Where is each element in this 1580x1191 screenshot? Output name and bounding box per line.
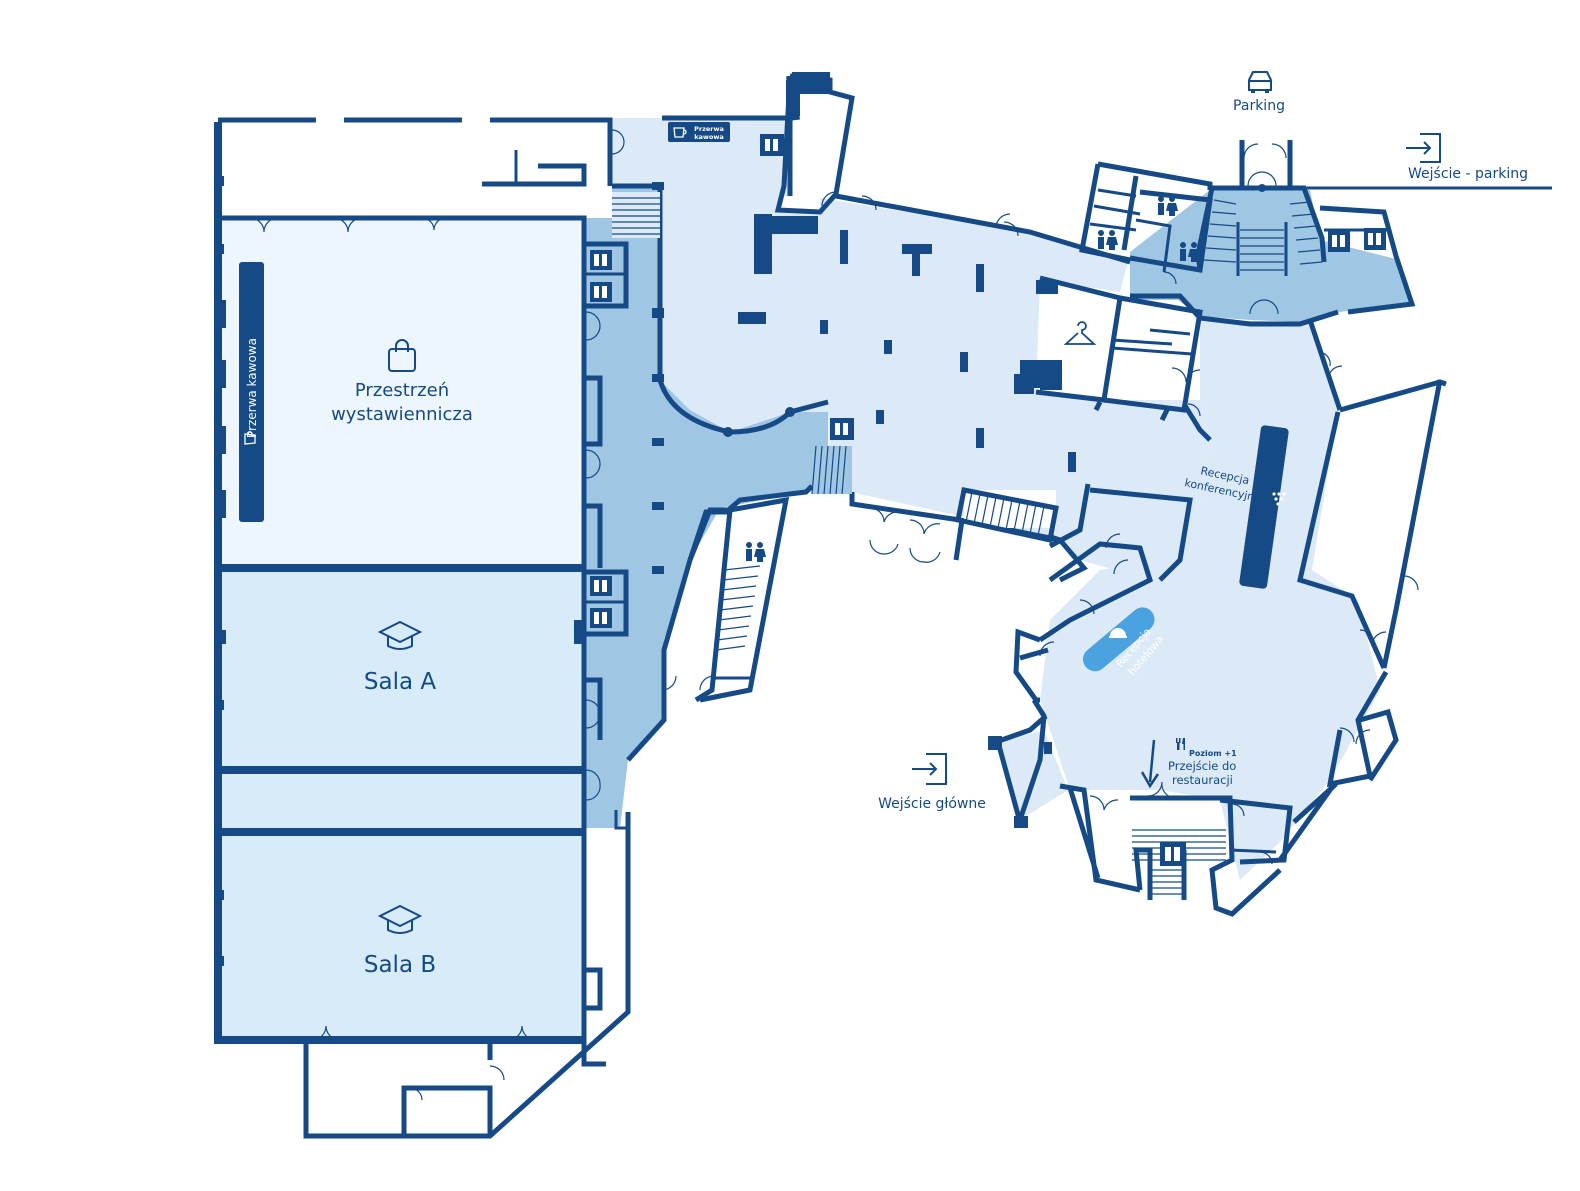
main-entrance-label: Wejście główne: [878, 796, 986, 812]
middle-strip-area: [218, 770, 584, 830]
elevator-icon: [760, 134, 784, 156]
stairs-lower-lobby: [955, 487, 1059, 543]
graduation-cap-icon: [377, 620, 423, 650]
exhibition-label-line2: wystawiennicza: [331, 404, 473, 425]
parking-label: Parking: [1233, 98, 1285, 114]
restaurant-label-line1: Przejście do: [1168, 759, 1236, 773]
exit-arrow-icon: [1406, 133, 1441, 163]
coffee-break-small-line1: Przerwa: [694, 125, 724, 133]
restaurant-label-line2: restauracji: [1172, 773, 1233, 787]
hanger-icon: [1063, 321, 1097, 345]
level-label: Poziom +1: [1189, 749, 1237, 758]
exit-arrow-icon: [912, 753, 947, 785]
elevator-icon: [830, 418, 854, 440]
hall-a-label: Sala A: [364, 669, 436, 695]
stairs: [612, 192, 1323, 895]
elevator-icon: [1364, 228, 1386, 250]
main-corridor-area: [584, 186, 828, 828]
restroom-icon: [1098, 230, 1118, 250]
restroom-icon: [746, 542, 766, 562]
stairs-vertical-tower: [715, 565, 761, 651]
shopping-bag-icon: [388, 339, 416, 372]
reception-lobby-area: [1040, 320, 1380, 880]
elevator-icon: [590, 608, 612, 628]
coffee-break-badge[interactable]: Przerwa kawowa: [668, 122, 730, 142]
hall-b-label: Sala B: [364, 952, 436, 978]
floor-areas: [218, 118, 1412, 1040]
stairs-restaurant: [1132, 829, 1226, 895]
down-arrow-icon: [1140, 739, 1160, 789]
exhibition-label-line1: Przestrzeń: [355, 380, 449, 401]
stairs-top-left: [612, 192, 660, 238]
walls: [214, 72, 1552, 1139]
elevator-icon: [590, 576, 612, 596]
graduation-cap-icon: [377, 904, 423, 934]
doors: [249, 129, 1419, 1101]
restroom-icon: [1180, 242, 1200, 262]
reception-bell-icon: [1109, 628, 1127, 638]
parking-stair-area: [1130, 190, 1412, 322]
elevator-icon: [1328, 230, 1350, 252]
elevator-icon: [590, 250, 612, 270]
coffee-break-small-line2: kawowa: [694, 133, 724, 141]
coffee-break-label: Przerwa kawowa: [245, 338, 259, 438]
coffee-cup-icon: [244, 431, 256, 445]
elevator-icon: [590, 282, 612, 302]
restroom-icon: [1158, 196, 1178, 216]
exhibition-area[interactable]: [218, 218, 584, 568]
reception-dots-icon: [1272, 492, 1286, 506]
coffee-cup-icon: [673, 127, 687, 138]
conference-reception-desk[interactable]: [1239, 425, 1289, 589]
central-lobby-area: [660, 196, 1210, 580]
stairs-parking: [1203, 199, 1323, 271]
stairs-central: [811, 445, 852, 495]
car-icon: [1248, 71, 1272, 93]
elevator-icon: [1160, 842, 1186, 866]
hall-b-area[interactable]: [218, 834, 584, 1040]
cutlery-icon: [1176, 738, 1185, 750]
hall-a-area[interactable]: [218, 570, 584, 768]
coffee-break-bar[interactable]: Przerwa kawowa: [239, 262, 264, 522]
entrance-parking-label: Wejście - parking: [1408, 166, 1528, 182]
